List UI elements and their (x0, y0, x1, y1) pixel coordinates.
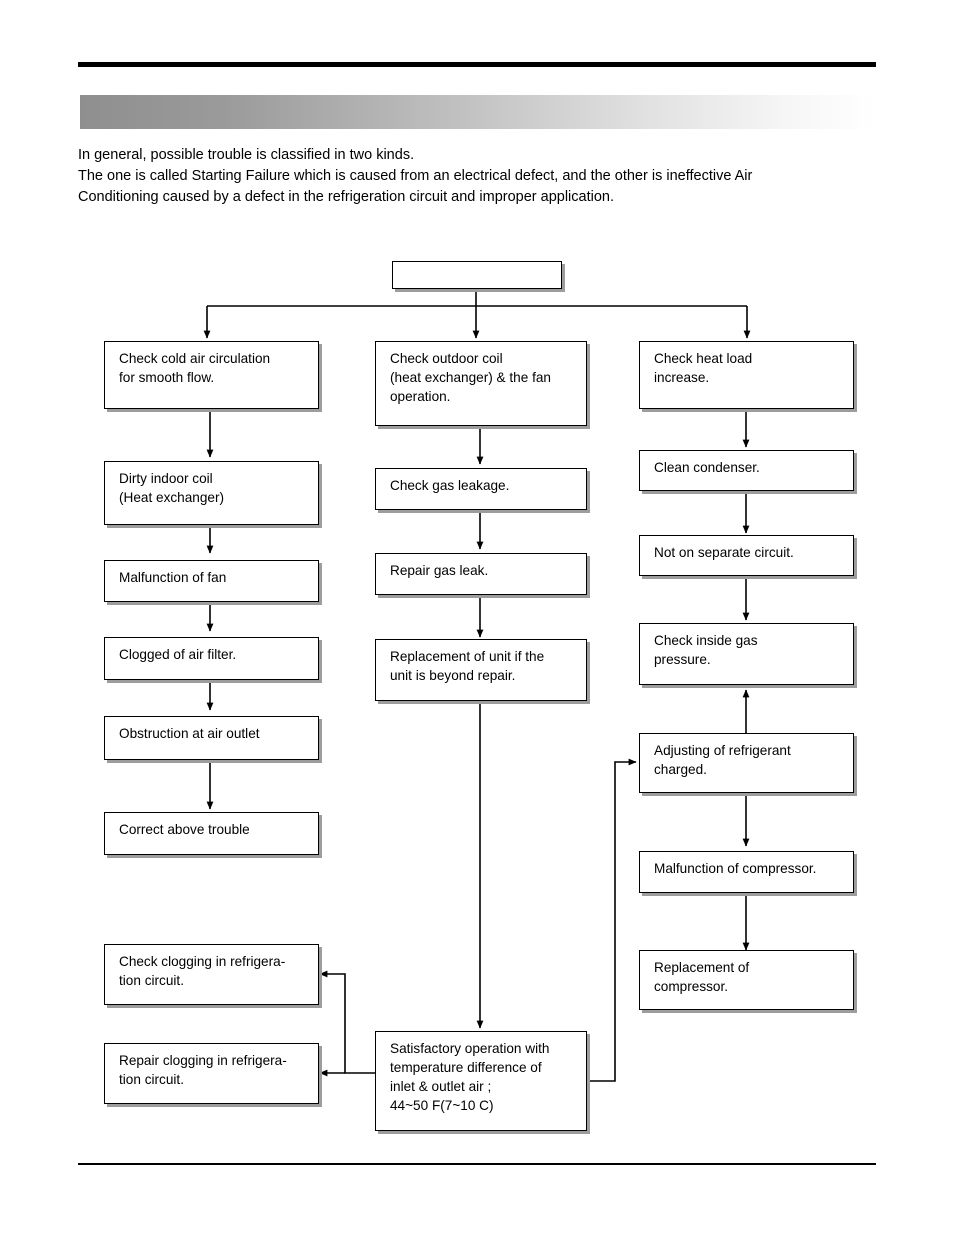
flow-node-replacement-of-unit: Replacement of unit if the unit is beyon… (375, 639, 587, 701)
flow-node-check-outdoor-coil: Check outdoor coil (heat exchanger) & th… (375, 341, 587, 426)
intro-paragraph: In general, possible trouble is classifi… (78, 145, 878, 208)
flow-node-replacement-of-compressor: Replacement of compressor. (639, 950, 854, 1010)
flow-node-root (392, 261, 562, 289)
flow-node-satisfactory-operation: Satisfactory operation with temperature … (375, 1031, 587, 1131)
flow-node-malfunction-of-compressor: Malfunction of compressor. (639, 851, 854, 893)
section-header-banner (80, 95, 875, 129)
intro-line-3: Conditioning caused by a defect in the r… (78, 189, 615, 205)
flow-node-not-on-separate-circuit: Not on separate circuit. (639, 535, 854, 576)
flow-node-repair-clogging: Repair clogging in refrigera- tion circu… (104, 1043, 319, 1104)
intro-line-2: The one is called Starting Failure which… (78, 168, 753, 184)
flow-node-check-clogging: Check clogging in refrigera- tion circui… (104, 944, 319, 1005)
intro-line-1: In general, possible trouble is classifi… (78, 147, 415, 163)
flow-node-repair-gas-leak: Repair gas leak. (375, 553, 587, 595)
flow-node-adjusting-refrigerant: Adjusting of refrigerant charged. (639, 733, 854, 793)
flow-node-clean-condenser: Clean condenser. (639, 450, 854, 491)
flow-node-check-heat-load: Check heat load increase. (639, 341, 854, 409)
bottom-horizontal-rule (78, 1163, 876, 1165)
flow-node-malfunction-of-fan: Malfunction of fan (104, 560, 319, 602)
flow-node-check-inside-gas-pressure: Check inside gas pressure. (639, 623, 854, 685)
flow-node-clogged-air-filter: Clogged of air filter. (104, 637, 319, 680)
flow-node-check-gas-leakage: Check gas leakage. (375, 468, 587, 510)
flow-node-correct-above-trouble: Correct above trouble (104, 812, 319, 855)
flow-node-check-cold-air: Check cold air circulation for smooth fl… (104, 341, 319, 409)
flow-node-obstruction-air-outlet: Obstruction at air outlet (104, 716, 319, 760)
flow-node-dirty-indoor-coil: Dirty indoor coil (Heat exchanger) (104, 461, 319, 525)
top-horizontal-rule (78, 62, 876, 67)
